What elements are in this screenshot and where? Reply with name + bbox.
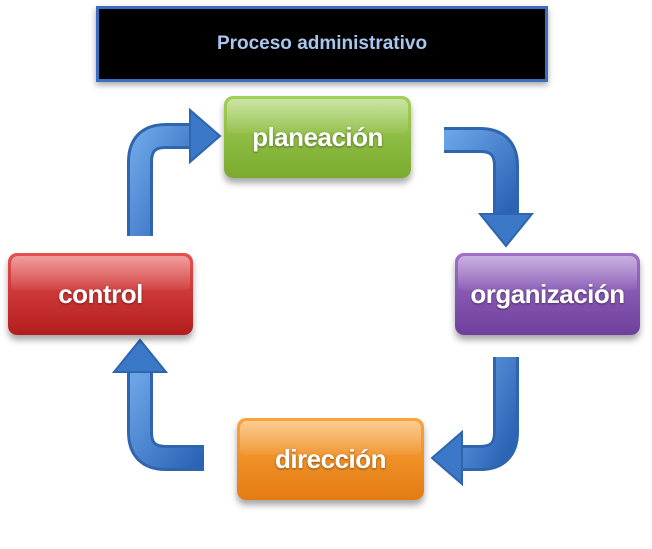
node-direccion-label: dirección: [274, 443, 387, 474]
arrow-direccion-to-control: [111, 338, 204, 471]
node-organizacion: organización: [455, 253, 640, 335]
node-direccion: dirección: [237, 418, 424, 500]
node-planeacion-label: planeación: [252, 121, 383, 152]
node-control-label: control: [58, 278, 143, 309]
title-box: Proceso administrativo: [96, 6, 548, 82]
node-control: control: [8, 253, 193, 335]
diagram-title: Proceso administrativo: [216, 33, 428, 54]
arrow-planeacion-to-organizacion: [444, 127, 535, 248]
node-planeacion: planeación: [224, 96, 411, 178]
arrow-organizacion-to-direccion: [430, 357, 519, 487]
arrow-control-to-planeacion: [127, 107, 222, 236]
node-organizacion-label: organización: [470, 278, 625, 309]
